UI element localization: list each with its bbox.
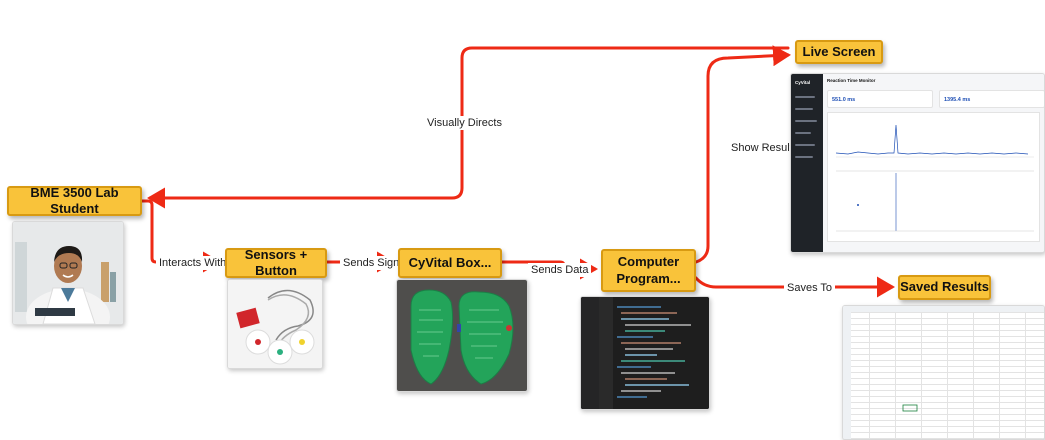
- node-student: BME 3500 Lab Student: [7, 184, 142, 216]
- live-screen-sidebar: CyVital: [791, 74, 823, 252]
- label-saves-to: Saves To: [784, 281, 836, 295]
- node-live-screen: Live Screen: [795, 40, 883, 64]
- live-screen-app-name: CyVital: [795, 80, 811, 85]
- edge-interacts-with: [140, 199, 221, 273]
- live-screen-value-1: 551.0 ms: [832, 97, 856, 103]
- spreadsheet-grid: [843, 306, 1044, 439]
- live-screen-title: Reaction Time Monitor: [827, 78, 876, 83]
- code-illustration: [581, 297, 709, 409]
- node-student-label: BME 3500 Lab Student: [30, 184, 119, 216]
- live-screen-chart-svg: [835, 124, 1034, 232]
- pcb-illustration: [397, 280, 527, 391]
- sensors-photo: [227, 279, 323, 369]
- student-photo: [12, 221, 124, 325]
- label-sends-signals: Sends Signals: [340, 256, 417, 270]
- node-computer: Computer Program...: [601, 249, 696, 292]
- node-saved-results-label: Saved Results: [900, 279, 989, 295]
- code-screenshot: [580, 296, 710, 410]
- live-screen-main: Reaction Time Monitor 551.0 ms 1395.4 ms: [823, 74, 1044, 252]
- saved-results-spreadsheet: [842, 305, 1045, 440]
- node-cyvital: CyVital Box...: [398, 248, 502, 278]
- node-sensors-label: Sensors + Button: [244, 246, 308, 278]
- live-screen-chart: [827, 112, 1040, 242]
- node-cyvital-label: CyVital Box...: [408, 254, 492, 270]
- sensors-illustration: [228, 280, 322, 368]
- edge-saves-to: [694, 276, 895, 298]
- label-interacts-with: Interacts With: [156, 256, 230, 270]
- label-sends-data: Sends Data: [528, 263, 592, 277]
- live-screen-card-2: 1395.4 ms: [939, 90, 1044, 108]
- live-screen-value-2: 1395.4 ms: [944, 97, 971, 103]
- node-computer-label: Computer Program...: [616, 254, 681, 286]
- student-illustration: [13, 222, 123, 324]
- edge-show-results-on: [694, 45, 791, 264]
- spreadsheet-cells: [843, 306, 1044, 439]
- node-sensors: Sensors + Button: [225, 246, 327, 278]
- pcb-photo: [396, 279, 528, 392]
- node-saved-results: Saved Results: [898, 275, 991, 300]
- live-screen-screenshot: CyVital Reaction Time Monitor 551.0 ms 1…: [790, 73, 1045, 253]
- live-screen-card-1: 551.0 ms: [827, 90, 933, 108]
- node-live-screen-label: Live Screen: [802, 43, 876, 59]
- label-visually-directs: Visually Directs: [424, 116, 505, 130]
